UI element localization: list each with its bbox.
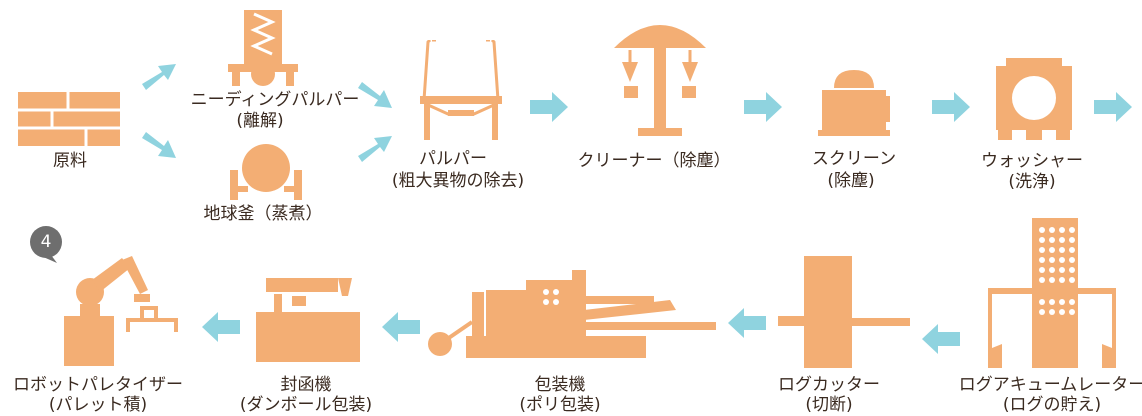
step-cleaner <box>610 22 710 138</box>
step-cutter-sub: (切断) <box>805 395 853 415</box>
speech-bubble-icon <box>30 226 62 263</box>
step-washer <box>996 58 1072 140</box>
arrow-sealer-to-palletizer <box>202 312 240 342</box>
arrow-cleaner-to-screen <box>744 92 782 122</box>
step-screen-sub: (除塵) <box>827 171 875 191</box>
step-packer-label: 包装機 <box>534 375 586 395</box>
screen-icon <box>818 70 890 136</box>
step-raw <box>18 92 120 146</box>
step-kneader <box>228 10 298 86</box>
step-cutter-label: ログカッター <box>778 375 880 395</box>
arrow-packer-to-sealer <box>382 312 420 342</box>
packaging-machine-icon <box>428 270 716 358</box>
step-sealer <box>256 278 360 362</box>
step-washer-label: ウォッシャー <box>981 151 1083 171</box>
arrow-washer-next <box>1094 92 1132 122</box>
washer-icon <box>996 58 1072 140</box>
step-palletizer-sub: (パレット積) <box>48 395 148 415</box>
step-globe <box>226 142 306 200</box>
arrow-globe-to-pulper <box>358 136 392 162</box>
log-accumulator-icon <box>988 218 1116 368</box>
arrow-raw-to-globe <box>142 132 176 158</box>
log-cutter-icon <box>778 256 910 368</box>
robot-arm-icon <box>64 256 178 366</box>
arrow-raw-to-kneader <box>142 64 176 90</box>
step-kneader-sub: (離解) <box>236 111 284 131</box>
arrow-kneader-to-pulper <box>358 82 392 108</box>
step-packer <box>426 266 716 358</box>
step-pulper <box>418 40 504 140</box>
step-packer-sub: (ポリ包装) <box>519 395 601 415</box>
step-accumulator-label: ログアキュームレーター <box>958 375 1142 395</box>
arrow-cutter-to-packer <box>728 308 766 338</box>
step-sealer-sub: (ダンボール包装) <box>239 395 373 415</box>
step-washer-sub: (洗浄) <box>1008 172 1056 192</box>
step-screen <box>818 68 890 138</box>
step-accumulator <box>988 218 1116 368</box>
step-cutter <box>778 256 910 368</box>
step-pulper-sub: (粗大異物の除去) <box>391 171 525 191</box>
step-sealer-label: 封函機 <box>280 375 332 395</box>
arrow-pulper-to-cleaner <box>530 92 568 122</box>
step-number-badge: 4 <box>27 225 65 263</box>
cleaner-icon <box>614 25 706 136</box>
kneading-pulper-icon <box>228 10 298 86</box>
step-accumulator-sub: (ログの貯え) <box>1002 395 1102 415</box>
arrow-screen-to-washer <box>932 92 970 122</box>
step-pulper-label: パルパー <box>419 149 487 169</box>
arrow-accumulator-to-cutter <box>922 324 960 354</box>
spherical-digester-icon <box>230 144 302 200</box>
stacked-sheets-icon <box>18 92 120 146</box>
badge-number: 4 <box>40 232 52 252</box>
step-kneader-label: ニーディングパルパー <box>190 90 360 110</box>
step-palletizer <box>56 254 180 366</box>
pulper-tank-icon <box>420 40 502 140</box>
case-sealer-icon <box>256 278 360 362</box>
step-screen-label: スクリーン <box>811 149 897 169</box>
step-cleaner-label: クリーナー（除塵） <box>577 151 731 171</box>
step-globe-label: 地球釜（蒸煮） <box>203 204 323 224</box>
step-raw-label: 原料 <box>53 151 87 171</box>
step-palletizer-label: ロボットパレタイザー <box>13 375 183 395</box>
